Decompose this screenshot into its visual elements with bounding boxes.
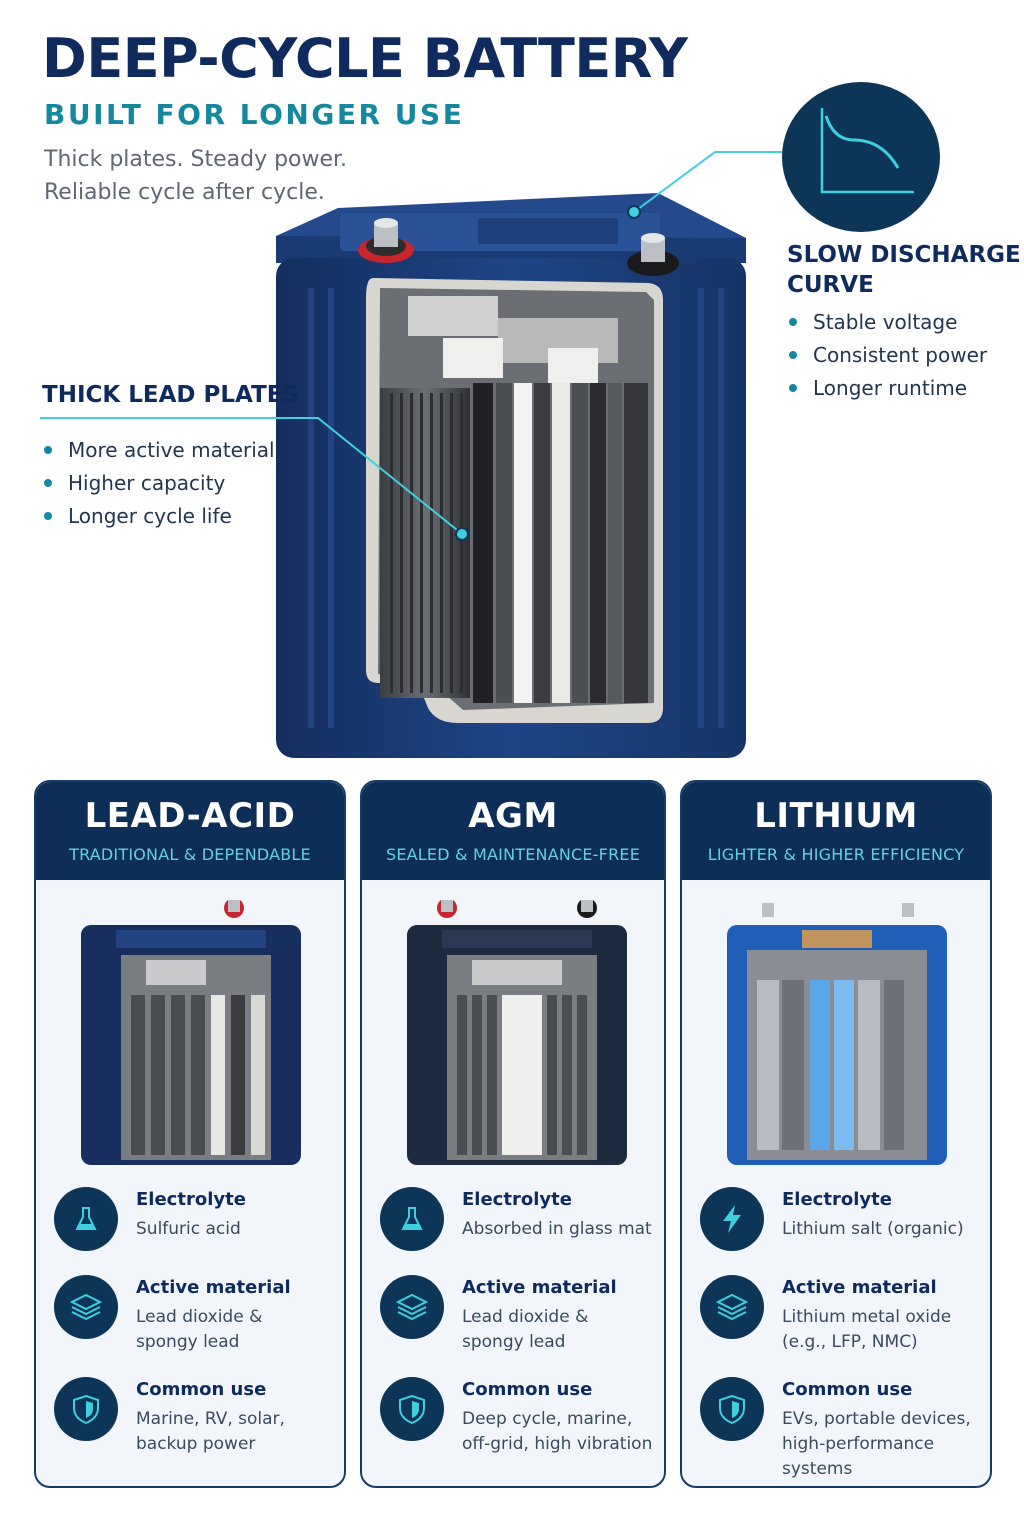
callout-leader-lines bbox=[40, 151, 782, 541]
card-subtitle: TRADITIONAL & DEPENDABLE bbox=[69, 845, 311, 864]
list-item-text: Longer cycle life bbox=[68, 503, 232, 528]
spec-label: Active material bbox=[782, 1277, 937, 1298]
layers-icon bbox=[380, 1275, 444, 1339]
spec-value: Deep cycle, marine,off-grid, high vibrat… bbox=[462, 1409, 653, 1454]
card-header: LEAD-ACID TRADITIONAL & DEPENDABLE bbox=[36, 782, 344, 880]
layers-icon bbox=[700, 1275, 764, 1339]
spec-label: Common use bbox=[136, 1379, 267, 1400]
lead-acid-battery-image bbox=[36, 880, 344, 1180]
flask-icon bbox=[380, 1187, 444, 1251]
list-item: Stable voltage bbox=[789, 305, 987, 338]
spec-value: Absorbed in glass mat bbox=[462, 1219, 652, 1239]
shield-icon bbox=[54, 1377, 118, 1441]
bullet-icon bbox=[789, 350, 797, 359]
page-title: DEEP-CYCLE BATTERY bbox=[42, 27, 688, 90]
tagline-line-1: Thick plates. Steady power. bbox=[44, 147, 348, 172]
list-item-text: Higher capacity bbox=[68, 470, 226, 495]
spec-value: Sulfuric acid bbox=[136, 1219, 241, 1239]
page-tagline: Thick plates. Steady power. Reliable cyc… bbox=[44, 143, 347, 209]
discharge-heading-line-2: CURVE bbox=[787, 272, 874, 298]
card-header: AGM SEALED & MAINTENANCE-FREE bbox=[362, 782, 664, 880]
list-item: Longer cycle life bbox=[44, 499, 275, 532]
negative-terminal bbox=[627, 233, 679, 276]
spec-label: Common use bbox=[782, 1379, 913, 1400]
spec-label: Active material bbox=[136, 1277, 291, 1298]
bullet-icon bbox=[789, 317, 797, 326]
bullet-icon bbox=[44, 511, 52, 520]
card-lithium: LITHIUM LIGHTER & HIGHER EFFICIENCY Elec… bbox=[680, 780, 992, 1488]
spec-label: Common use bbox=[462, 1379, 593, 1400]
spec-label: Electrolyte bbox=[462, 1189, 572, 1210]
bullet-icon bbox=[44, 445, 52, 454]
shield-icon bbox=[700, 1377, 764, 1441]
plates-callout-list: More active material Higher capacity Lon… bbox=[44, 433, 275, 532]
list-item: Higher capacity bbox=[44, 466, 275, 499]
shield-icon bbox=[380, 1377, 444, 1441]
spec-value: Lithium salt (organic) bbox=[782, 1219, 964, 1239]
discharge-heading-line-1: SLOW DISCHARGE bbox=[787, 242, 1021, 268]
lithium-battery-image bbox=[682, 880, 990, 1180]
card-subtitle: LIGHTER & HIGHER EFFICIENCY bbox=[707, 845, 965, 864]
flask-icon bbox=[54, 1187, 118, 1251]
list-item-text: More active material bbox=[68, 437, 275, 462]
discharge-curve-icon bbox=[782, 82, 940, 232]
lightning-icon bbox=[700, 1187, 764, 1251]
list-item: More active material bbox=[44, 433, 275, 466]
discharge-callout-heading: SLOW DISCHARGE CURVE bbox=[787, 240, 1021, 300]
card-subtitle: SEALED & MAINTENANCE-FREE bbox=[386, 845, 640, 864]
list-item-text: Consistent power bbox=[813, 342, 988, 367]
plates-callout-heading: THICK LEAD PLATES bbox=[42, 382, 299, 408]
spec-value: Lithium metal oxide(e.g., LFP, NMC) bbox=[782, 1307, 952, 1352]
spec-label: Electrolyte bbox=[136, 1189, 246, 1210]
list-item: Longer runtime bbox=[789, 371, 987, 404]
list-item: Consistent power bbox=[789, 338, 987, 371]
discharge-callout-list: Stable voltage Consistent power Longer r… bbox=[789, 305, 987, 404]
battery-cutaway-illustration bbox=[276, 193, 746, 758]
positive-terminal bbox=[358, 218, 414, 263]
tagline-line-2: Reliable cycle after cycle. bbox=[44, 180, 325, 205]
card-lead-acid: LEAD-ACID TRADITIONAL & DEPENDABLE Elect… bbox=[34, 780, 346, 1488]
spec-value: Marine, RV, solar,backup power bbox=[136, 1409, 285, 1454]
spec-label: Electrolyte bbox=[782, 1189, 892, 1210]
card-header: LITHIUM LIGHTER & HIGHER EFFICIENCY bbox=[682, 782, 990, 880]
agm-battery-image bbox=[362, 880, 664, 1180]
card-title: LITHIUM bbox=[754, 796, 918, 836]
list-item-text: Stable voltage bbox=[813, 309, 958, 334]
spec-value: Lead dioxide &spongy lead bbox=[136, 1307, 263, 1352]
spec-value: EVs, portable devices,high-performance s… bbox=[782, 1409, 971, 1479]
card-title: LEAD-ACID bbox=[84, 796, 296, 836]
bullet-icon bbox=[789, 383, 797, 392]
spec-value: Lead dioxide &spongy lead bbox=[462, 1307, 589, 1352]
layers-icon bbox=[54, 1275, 118, 1339]
spec-label: Active material bbox=[462, 1277, 617, 1298]
page-subtitle: BUILT FOR LONGER USE bbox=[44, 98, 465, 131]
card-title: AGM bbox=[468, 796, 558, 836]
card-agm: AGM SEALED & MAINTENANCE-FREE Electrolyt… bbox=[360, 780, 666, 1488]
list-item-text: Longer runtime bbox=[813, 375, 968, 400]
bullet-icon bbox=[44, 478, 52, 487]
